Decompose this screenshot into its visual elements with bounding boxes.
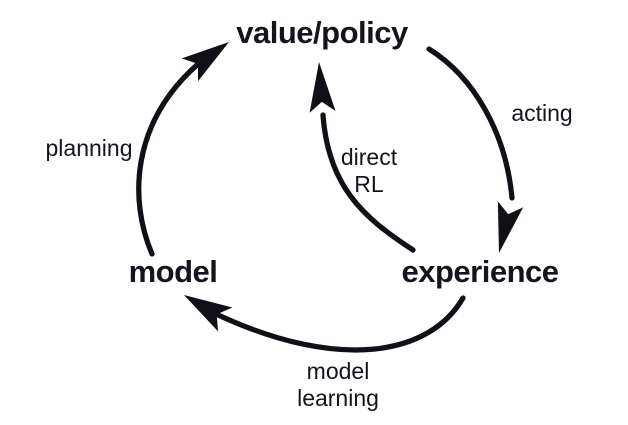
direct-rl-arrowhead-icon: [309, 62, 336, 113]
edge-label-direct-rl: direct RL: [340, 144, 398, 197]
edge-label-acting: acting: [511, 100, 573, 126]
edge-label-model-learning: model learning: [297, 358, 379, 411]
model-learning-arrowhead-icon: [184, 295, 233, 332]
acting-arrowhead-icon: [497, 201, 524, 253]
arrow-planning: [136, 42, 229, 257]
edge-label-planning: planning: [45, 135, 133, 161]
node-value-policy: value/policy: [236, 15, 408, 50]
arrow-model-learning: [184, 295, 466, 353]
direct-rl-arrow-curve: [320, 112, 416, 253]
node-experience: experience: [401, 254, 560, 289]
arrow-direct-rl: [309, 62, 416, 253]
node-model: model: [128, 254, 218, 289]
planning-arrow-curve: [136, 61, 201, 257]
model-learning-arrow-curve: [213, 295, 466, 353]
acting-arrow-curve: [426, 46, 515, 201]
arrow-acting: [426, 46, 524, 253]
planning-arrowhead-icon: [181, 42, 229, 82]
